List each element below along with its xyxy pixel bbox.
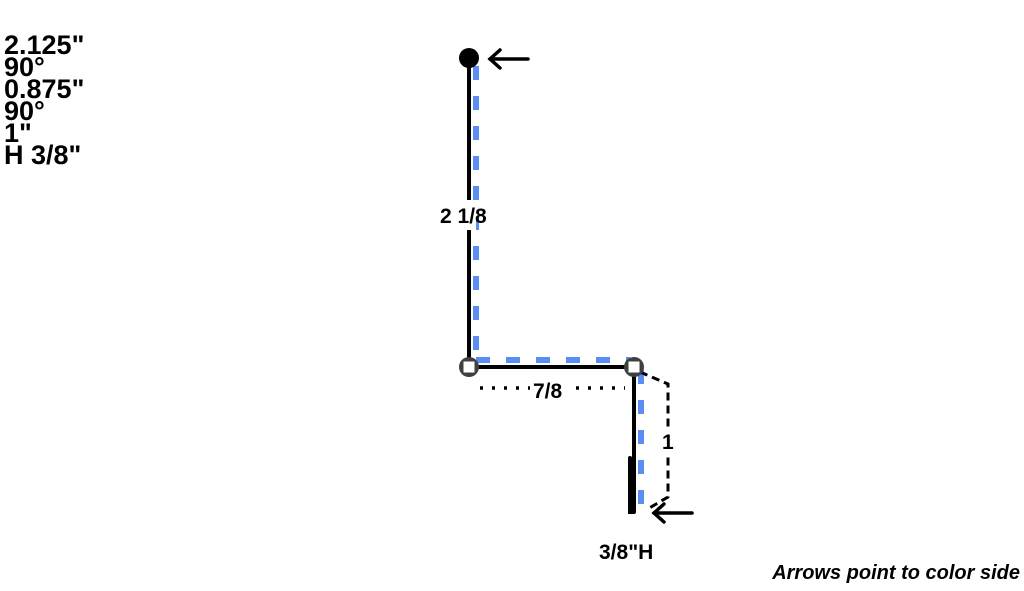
start-point-dot-icon bbox=[459, 48, 479, 68]
bend-node-icon bbox=[459, 357, 479, 377]
arrow-left-icon bbox=[487, 48, 530, 70]
color-side-indicator bbox=[473, 66, 644, 508]
bend-node-icon bbox=[624, 357, 644, 377]
spec-item: 2.125" bbox=[4, 30, 85, 60]
dimension-line-1 bbox=[639, 370, 670, 512]
spec-list: 2.125" 90° 0.875" 90° 1" H 3/8" bbox=[4, 30, 85, 170]
arrow-left-icon bbox=[651, 502, 694, 524]
spec-item: 90° bbox=[4, 96, 45, 126]
dimension-label-hem: 3/8"H bbox=[599, 541, 653, 564]
spec-item: 90° bbox=[4, 52, 45, 82]
dimension-label-segment3: 1 bbox=[662, 431, 674, 454]
caption: Arrows point to color side bbox=[772, 562, 1020, 584]
spec-item: 1" bbox=[4, 118, 32, 148]
spec-item: 0.875" bbox=[4, 74, 85, 104]
profile-line bbox=[467, 58, 636, 514]
dimension-label-segment1: 2 1/8 bbox=[440, 205, 487, 228]
dimension-label-segment2: 7/8 bbox=[533, 380, 563, 403]
spec-item: H 3/8" bbox=[4, 140, 82, 170]
